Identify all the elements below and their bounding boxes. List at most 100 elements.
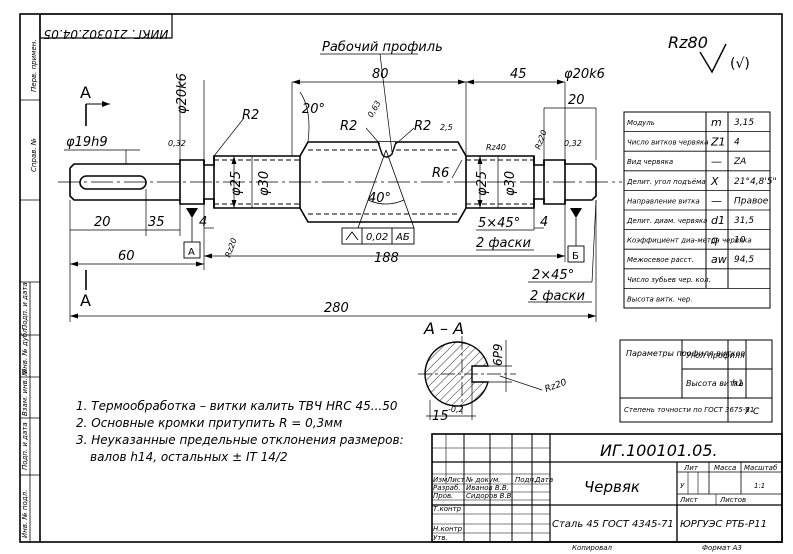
param-symbol: aw <box>711 253 727 266</box>
row-razrab-name: Иванов В.В. <box>466 484 509 492</box>
col-mass: Масса <box>714 464 736 472</box>
tolerance-value: 0,02 <box>366 232 388 243</box>
dim-d25-right: φ25 <box>475 171 490 196</box>
ra-032-left: 0,32 <box>168 139 186 148</box>
section-key-width: 6Р9 <box>491 343 505 366</box>
dim-80: 80 <box>372 67 389 82</box>
dim-4-left: 4 <box>199 215 207 230</box>
profile-row2: Высота витка <box>686 379 744 388</box>
dim-20-deg: 20° <box>302 102 325 117</box>
roughness-suffix: (√) <box>730 56 750 72</box>
param-symbol: q <box>711 234 718 247</box>
row-prov-name: Сидоров В.В. <box>466 492 514 500</box>
note-1: 1. Термообработка – витки калить ТВЧ HRC… <box>76 399 398 413</box>
shaft-outline <box>69 141 597 223</box>
profile-label: Параметры профиля витков <box>626 349 745 358</box>
dim-d20k6-right: φ20k6 <box>564 67 605 82</box>
param-name: Высота витк. чер. <box>627 295 693 303</box>
param-symbol: d1 <box>711 214 725 227</box>
row-razrab: Разраб. <box>433 484 461 492</box>
doc-code: ИГ.100101.05. <box>600 441 718 460</box>
dim-35: 35 <box>148 215 165 230</box>
dim-188: 188 <box>374 251 399 266</box>
param-name: Коэффициент диа-метра червяка <box>627 237 752 245</box>
row-tkontr: Т.контр <box>433 505 462 513</box>
side-strip <box>20 99 40 542</box>
param-value: ZA <box>733 157 746 167</box>
section-depth: 15 <box>432 409 449 424</box>
col-sheet: Лист <box>679 496 699 504</box>
param-value: 10 <box>734 236 746 246</box>
param-value: 94,5 <box>734 255 754 265</box>
material: Сталь 45 ГОСТ 4345-71 <box>552 519 674 530</box>
param-name: Делит. диам. червяка <box>626 217 707 225</box>
dim-60: 60 <box>118 249 135 264</box>
col-sheets: Листов <box>719 496 746 504</box>
datum-a-marker <box>186 208 198 218</box>
roughness-value: Rz80 <box>668 33 708 52</box>
side-label: Инв. № подл. <box>21 490 29 538</box>
dim-45: 45 <box>510 67 527 82</box>
dim-r2-b: R2 <box>340 119 357 134</box>
note-3-cont: валов h14, остальных ± IT 14/2 <box>90 450 288 464</box>
row-nkontr: Н.контр <box>433 525 463 533</box>
param-symbol: m <box>711 116 722 129</box>
param-name: Направление витка <box>627 197 700 205</box>
param-symbol: — <box>711 194 722 207</box>
param-symbol: Z1 <box>710 136 726 149</box>
dim-20-bottom: 20 <box>94 215 111 230</box>
profile-row2-val: h1 <box>732 379 743 389</box>
param-name: Число витков червяка <box>627 139 709 147</box>
param-name: Число зубьев чер. кол. <box>627 276 711 284</box>
profile-row1: Угол профиля <box>686 351 745 360</box>
col-sign: Подп. <box>515 476 536 484</box>
col-list: Лист <box>446 476 466 484</box>
format-label: Формат А3 <box>702 544 742 552</box>
datum-b-label: Б <box>572 251 579 262</box>
ra-25: 2,5 <box>440 123 453 132</box>
title-block <box>431 433 783 543</box>
top-stamp-box <box>39 13 173 39</box>
dim-20-top: 20 <box>568 93 585 108</box>
working-profile-label: Рабочий профиль <box>322 40 443 55</box>
side-label: Инв. № дубл. <box>21 326 29 374</box>
datum-a-label: А <box>188 247 195 258</box>
side-label: Подп. и дата <box>21 282 29 330</box>
dim-d19h9: φ19h9 <box>66 135 108 150</box>
col-lit: Лит <box>683 464 699 472</box>
dim-r2-a: R2 <box>242 108 259 123</box>
col-izm: Изм <box>433 476 448 484</box>
param-symbol: X <box>710 175 719 188</box>
dim-r6: R6 <box>432 166 449 181</box>
profile-table <box>619 339 773 423</box>
dim-d30-right: φ30 <box>503 171 518 196</box>
dim-r2-c: R2 <box>414 119 431 134</box>
row-prov: Пров. <box>433 492 453 500</box>
col-scale: Масштаб <box>744 464 778 472</box>
side-label: Перв. примен. <box>30 39 38 92</box>
part-name: Червяк <box>584 478 640 496</box>
section-title: А – А <box>423 319 464 338</box>
dim-2-chamfers-a: 2 фаски <box>476 236 531 251</box>
organization: ЮРГУЭС РТБ-Р11 <box>680 519 767 530</box>
precision-label: Степень точности по ГОСТ 3675-81 <box>624 406 754 414</box>
side-label: Подп. и дата <box>21 422 29 470</box>
param-name: Делит. угол подъёма <box>626 178 706 186</box>
dim-d20k6-left: φ20k6 <box>175 73 190 114</box>
tolerance-datum: АБ <box>395 232 410 243</box>
side-label: Взам. инв. № <box>21 368 29 416</box>
ra-032-right: 0,32 <box>564 139 582 148</box>
note-2: 2. Основные кромки притупить R = 0,3мм <box>76 416 342 430</box>
param-value: Правое <box>734 196 769 206</box>
scale-value: 1:1 <box>754 482 765 490</box>
side-label: Справ. № <box>30 138 38 172</box>
param-name: Модуль <box>627 119 655 127</box>
dim-40-deg: 40° <box>368 191 391 206</box>
col-date: Дата <box>534 476 553 484</box>
param-value: 4 <box>734 138 740 148</box>
lit-value: У <box>680 482 685 490</box>
rz40: Rz40 <box>486 143 506 152</box>
col-doc: № докум. <box>465 476 501 484</box>
dim-280: 280 <box>324 301 349 316</box>
